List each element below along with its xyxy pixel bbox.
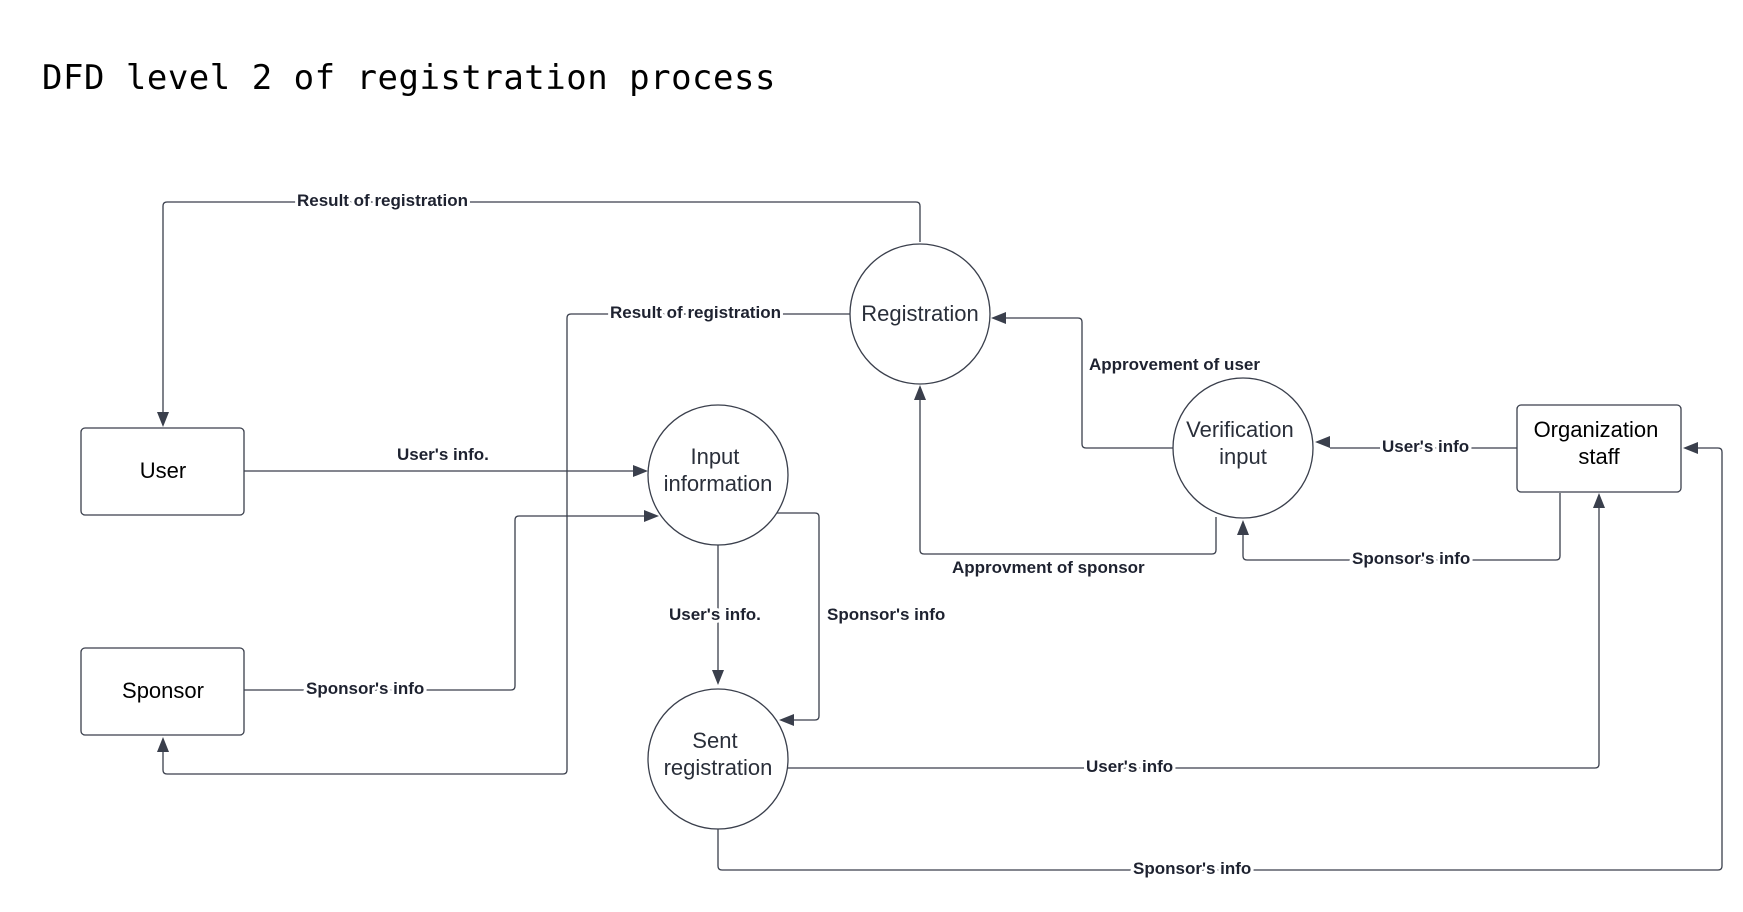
verification-input-label-line-1: Verification	[1186, 417, 1294, 442]
arrowhead-icon	[644, 510, 659, 522]
sent-registration-label-line-2: registration	[664, 755, 773, 780]
process-sent-registration: Sent registration	[647, 688, 789, 830]
organization-staff-label-line-1: Organization	[1534, 417, 1659, 442]
flow-sent-sponsor-to-staff	[717, 442, 1723, 871]
organization-staff-label: Organization staff	[1534, 417, 1665, 469]
flow-label-verify-sponsor-to-reg: Approvment of sponsor	[952, 558, 1145, 577]
flow-staff-user-to-verify	[1315, 436, 1517, 449]
input-information-label-line-2: information	[664, 471, 773, 496]
arrowhead-icon	[1315, 436, 1330, 448]
flow-label-verify-user-to-reg: Approvement of user	[1089, 355, 1260, 374]
flow-label-sponsor-info-to-input: Sponsor's info	[306, 679, 424, 698]
flow-result-to-sponsor	[157, 313, 850, 775]
arrowhead-icon	[991, 312, 1006, 324]
input-information-label: Input information	[664, 444, 773, 496]
flow-input-sponsor-to-sent	[777, 512, 820, 726]
flow-staff-sponsor-to-verify	[1237, 493, 1561, 561]
arrowhead-icon	[157, 737, 169, 752]
flow-sent-user-to-staff	[788, 493, 1605, 769]
external-entity-organization-staff: Organization staff	[1516, 404, 1682, 493]
arrowhead-icon	[633, 465, 648, 477]
flow-sponsor-info-to-input	[244, 510, 659, 691]
flow-result-to-user	[157, 201, 921, 427]
flow-label-sent-sponsor-to-staff: Sponsor's info	[1133, 859, 1251, 878]
sent-registration-label: Sent registration	[664, 728, 773, 780]
flow-label-sent-user-to-staff: User's info	[1086, 757, 1173, 776]
flow-labels: Result of registration Result of registr…	[294, 188, 1473, 881]
process-registration: Registration	[849, 243, 991, 385]
flow-label-result-to-user: Result of registration	[297, 191, 468, 210]
registration-label: Registration	[861, 301, 978, 326]
arrowhead-icon	[1237, 520, 1249, 535]
external-entity-sponsor: Sponsor	[80, 647, 245, 736]
verification-input-label: Verification input	[1186, 417, 1300, 469]
external-entity-user: User	[80, 427, 245, 516]
verification-input-label-line-2: input	[1219, 444, 1267, 469]
arrowhead-icon	[779, 714, 794, 726]
input-information-label-line-1: Input	[690, 444, 739, 469]
flow-input-user-to-sent	[712, 545, 724, 685]
arrowhead-icon	[712, 670, 724, 685]
flow-label-result-to-sponsor: Result of registration	[610, 303, 781, 322]
nodes: User Sponsor Organization staff Input in…	[80, 243, 1682, 830]
flow-verify-user-to-reg	[991, 312, 1173, 449]
flow-label-input-user-to-sent: User's info.	[669, 605, 761, 624]
flow-label-user-info-to-input: User's info.	[397, 445, 489, 464]
flow-label-staff-sponsor-to-verify: Sponsor's info	[1352, 549, 1470, 568]
user-label: User	[140, 458, 186, 483]
flow-lines	[157, 201, 1723, 871]
arrowhead-icon	[914, 385, 926, 400]
process-input-information: Input information	[647, 404, 789, 546]
organization-staff-label-line-2: staff	[1578, 444, 1620, 469]
process-verification-input: Verification input	[1172, 377, 1314, 519]
flow-label-staff-user-to-verify: User's info	[1382, 437, 1469, 456]
sent-registration-label-line-1: Sent	[692, 728, 737, 753]
diagram-title: DFD level 2 of registration process	[42, 58, 776, 98]
arrowhead-icon	[1683, 442, 1698, 454]
flow-label-input-sponsor-to-sent: Sponsor's info	[827, 605, 945, 624]
flow-verify-sponsor-to-reg	[914, 385, 1217, 555]
sponsor-label: Sponsor	[122, 678, 204, 703]
arrowhead-icon	[157, 412, 169, 427]
flow-user-info-to-input	[244, 465, 648, 477]
arrowhead-icon	[1593, 493, 1605, 508]
